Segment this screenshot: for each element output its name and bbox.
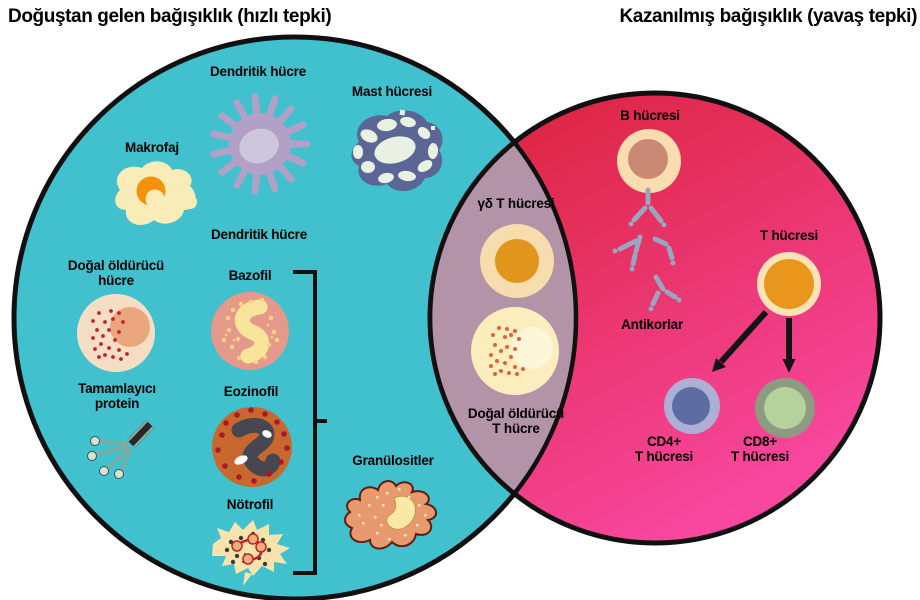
eosinophil-illustration (212, 407, 292, 487)
antibodies-illustration (612, 187, 682, 312)
b-cell-illustration (617, 129, 681, 193)
label-dendritic-cell-top: Dendritik hücre (209, 64, 307, 79)
label-nk-cell: Doğal öldürücü hücre (67, 258, 165, 289)
gamma-delta-t-cell-illustration (480, 224, 554, 298)
t-cell-arrows (712, 309, 796, 373)
label-basophil: Bazofil (228, 268, 272, 283)
complement-protein-illustration (87, 420, 154, 479)
basophil-illustration (211, 292, 289, 370)
granulocyte-bracket (293, 270, 327, 575)
adaptive-title: Kazanılmış bağışıklık (yavaş tepki) (619, 6, 917, 27)
nkt-cell-illustration (471, 307, 559, 395)
label-gamma-delta-t-cell: γδ T hücresi (477, 196, 555, 211)
macrophage-illustration (115, 161, 197, 225)
innate-title: Doğuştan gelen bağışıklık (hızlı tepki) (8, 6, 332, 27)
label-antibodies: Antikorlar (621, 317, 683, 332)
label-mast-cell: Mast hücresi (351, 84, 433, 99)
label-nkt-cell: Doğal öldürücü T hücre (467, 406, 565, 437)
granulocyte-illustration (344, 480, 437, 550)
label-granulocytes: Granülositler (352, 453, 434, 468)
label-complement-protein: Tamamlayıcı protein (78, 381, 156, 412)
label-eosinophil: Eozinofil (223, 384, 279, 399)
t-cell-illustration (757, 252, 821, 316)
label-t-cell: T hücresi (759, 228, 819, 243)
label-dendritic-cell-mid: Dendritik hücre (210, 227, 308, 242)
mast-cell-illustration (351, 109, 443, 192)
nk-cell-illustration (77, 294, 155, 372)
label-cd8-t-cell: CD8+ T hücresi (730, 434, 790, 465)
label-macrophage: Makrofaj (125, 140, 179, 155)
label-cd4-t-cell: CD4+ T hücresi (634, 434, 694, 465)
label-neutrophil: Nötrofil (226, 497, 274, 512)
neutrophil-illustration (212, 520, 290, 586)
label-b-cell: B hücresi (620, 108, 680, 123)
cd4-t-cell-illustration (664, 378, 720, 434)
cd8-t-cell-illustration (755, 378, 815, 438)
dendritic-cell-illustration (210, 93, 311, 195)
